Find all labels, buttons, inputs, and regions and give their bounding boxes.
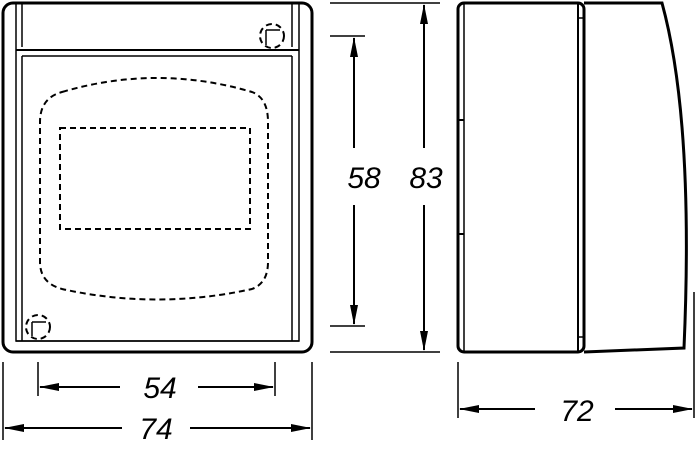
dimension-depth: 72 <box>457 292 695 428</box>
dimension-inner-height: 58 <box>330 35 381 327</box>
dimension-inner-width: 54 <box>37 362 276 405</box>
dimension-outer-height-label: 83 <box>409 162 443 195</box>
dimension-depth-label: 72 <box>560 395 594 428</box>
dimension-inner-height-label: 58 <box>347 162 381 195</box>
screw-icon <box>25 314 51 340</box>
dimension-outer-height: 83 <box>330 2 443 353</box>
side-body <box>456 1 586 354</box>
side-cover-curve <box>583 1 688 354</box>
dimension-outer-width-label: 74 <box>139 413 172 446</box>
front-inner-frame <box>15 2 300 342</box>
front-dashed-label-area <box>59 127 251 230</box>
dimension-outer-width: 74 <box>2 362 313 446</box>
dimension-inner-width-label: 54 <box>143 372 176 405</box>
front-view <box>1 1 314 354</box>
front-dashed-lens <box>39 77 269 301</box>
screw-icon <box>259 23 285 49</box>
side-view <box>456 1 688 354</box>
